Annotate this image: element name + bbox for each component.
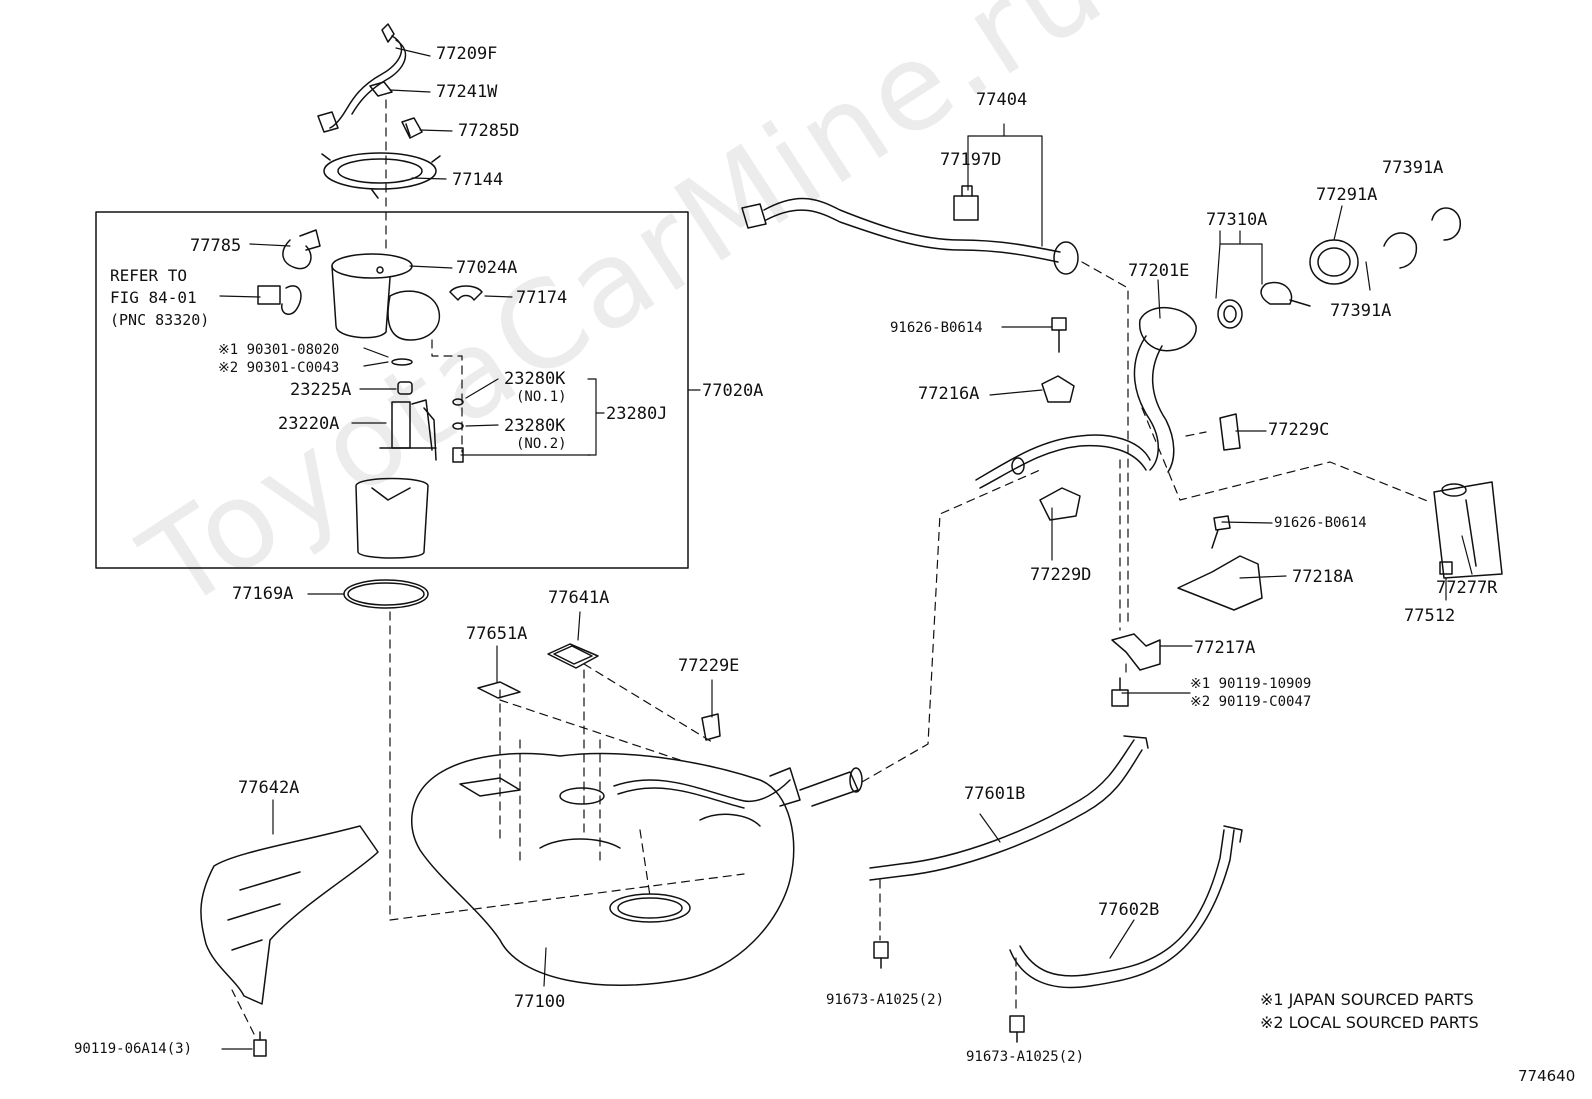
label-90301-08020: ※1 90301-08020: [218, 342, 340, 358]
label-77651A: 77651A: [466, 624, 528, 644]
part-filter-cup: [355, 477, 429, 559]
part-77197D-valve: [953, 185, 979, 221]
label-23220A: 23220A: [278, 414, 340, 434]
label-77601B: 77601B: [964, 784, 1026, 804]
refer-line-2: FIG 84-01: [110, 288, 197, 307]
label-23280J: 23280J: [606, 404, 668, 424]
part-77512-clip: [1439, 561, 1453, 575]
part-bolt-90119-06A14: [253, 1031, 267, 1057]
label-77197D: 77197D: [940, 150, 1002, 170]
label-91626-B0614-a: 91626-B0614: [890, 320, 983, 336]
part-77201E-filler: [975, 306, 1197, 489]
leader-lines: [219, 47, 1473, 1050]
label-77100: 77100: [514, 992, 566, 1012]
label-77209F: 77209F: [436, 44, 498, 64]
part-77169A-gasket: [343, 579, 429, 609]
refer-line-3: (PNC 83320): [110, 311, 210, 329]
label-23280K-2: 23280K: [504, 416, 566, 436]
label-77217A: 77217A: [1194, 638, 1256, 658]
part-77229C-clip: [1219, 413, 1241, 451]
part-77218A-bracket: [1177, 555, 1263, 611]
label-91673-A1025-b: 91673-A1025(2): [966, 1049, 1085, 1065]
part-77651A-pad: [477, 681, 521, 699]
label-23225A: 23225A: [290, 380, 352, 400]
part-77602B-band: [1009, 825, 1243, 989]
part-77174-clamp: [449, 285, 483, 301]
dashed-lines: [231, 99, 1431, 1035]
part-77229D-clamp: [1039, 487, 1081, 521]
part-77277R-box: [1433, 481, 1503, 579]
part-77601B-band: [869, 735, 1149, 881]
part-77291A-ring: [1309, 239, 1359, 285]
label-77218A: 77218A: [1292, 567, 1354, 587]
refer-line-1: REFER TO: [110, 266, 188, 285]
figure-id: 774640: [1518, 1067, 1576, 1085]
part-77642A-shield: [200, 825, 379, 1005]
part-bolt-91626-a: [1051, 317, 1067, 353]
label-91626-B0614-b: 91626-B0614: [1274, 515, 1367, 531]
part-bolt-91626-b: [1211, 515, 1231, 549]
part-77229E-clip: [701, 713, 721, 741]
part-23220A-pump: [379, 399, 437, 461]
label-77291A: 77291A: [1316, 185, 1378, 205]
label-77310A: 77310A: [1206, 210, 1268, 230]
label-77512: 77512: [1404, 606, 1456, 626]
label-77641A: 77641A: [548, 588, 610, 608]
label-77391A-bottom: 77391A: [1330, 301, 1392, 321]
part-77310A-cap: [1217, 281, 1311, 329]
label-77404: 77404: [976, 90, 1028, 110]
label-77277R: 77277R: [1436, 578, 1498, 598]
part-23280K-seals: [452, 398, 464, 463]
label-77285D: 77285D: [458, 121, 520, 141]
label-77174: 77174: [516, 288, 568, 308]
label-77229E: 77229E: [678, 656, 740, 676]
part-filter-connector: [257, 285, 302, 315]
part-77144-ring: [321, 152, 441, 199]
part-77100-tank: [411, 752, 795, 987]
label-77229C: 77229C: [1268, 420, 1330, 440]
part-77216A-clamp: [1041, 375, 1075, 403]
label-77144: 77144: [452, 170, 504, 190]
part-77241W-clip: [369, 81, 393, 97]
part-oring-small: [391, 358, 413, 366]
label-77391A-top: 77391A: [1382, 158, 1444, 178]
label-77602B: 77602B: [1098, 900, 1160, 920]
part-77391A-rings: [1383, 207, 1462, 269]
label-77785: 77785: [190, 236, 242, 256]
note-local-sourced: ※2 LOCAL SOURCED PARTS: [1260, 1013, 1479, 1032]
part-77217A-bracket: [1111, 633, 1161, 671]
part-bolt-91673-a: [873, 941, 889, 969]
label-90301-C0043: ※2 90301-C0043: [218, 360, 340, 376]
part-77785-harness: [282, 229, 321, 270]
part-bolt-91673-b: [1009, 1015, 1025, 1043]
label-77642A: 77642A: [238, 778, 300, 798]
label-77024A: 77024A: [456, 258, 518, 278]
label-90119-06A14: 90119-06A14(3): [74, 1041, 193, 1057]
part-77285D-clip: [401, 117, 423, 139]
part-77641A-pad: [547, 643, 599, 669]
part-filler-pipe-lower: [769, 767, 863, 807]
part-23225A: [397, 381, 413, 395]
label-77020A: 77020A: [702, 381, 764, 401]
label-77169A: 77169A: [232, 584, 294, 604]
label-77241W: 77241W: [436, 82, 498, 102]
part-77024A-pump-body: [331, 253, 441, 341]
note-japan-sourced: ※1 JAPAN SOURCED PARTS: [1260, 990, 1474, 1009]
label-90119-C0047: ※2 90119-C0047: [1190, 694, 1312, 710]
part-77209F-wire: [317, 23, 407, 133]
part-77404-tube: [741, 197, 1079, 275]
label-no1: (NO.1): [516, 389, 567, 405]
label-90119-10909: ※1 90119-10909: [1190, 676, 1312, 692]
label-77229D: 77229D: [1030, 565, 1092, 585]
label-23280K-1: 23280K: [504, 369, 566, 389]
label-no2: (NO.2): [516, 436, 567, 452]
label-77216A: 77216A: [918, 384, 980, 404]
part-bolt-90119-10909: [1111, 677, 1129, 707]
label-91673-A1025-a: 91673-A1025(2): [826, 992, 945, 1008]
label-77201E: 77201E: [1128, 261, 1190, 281]
